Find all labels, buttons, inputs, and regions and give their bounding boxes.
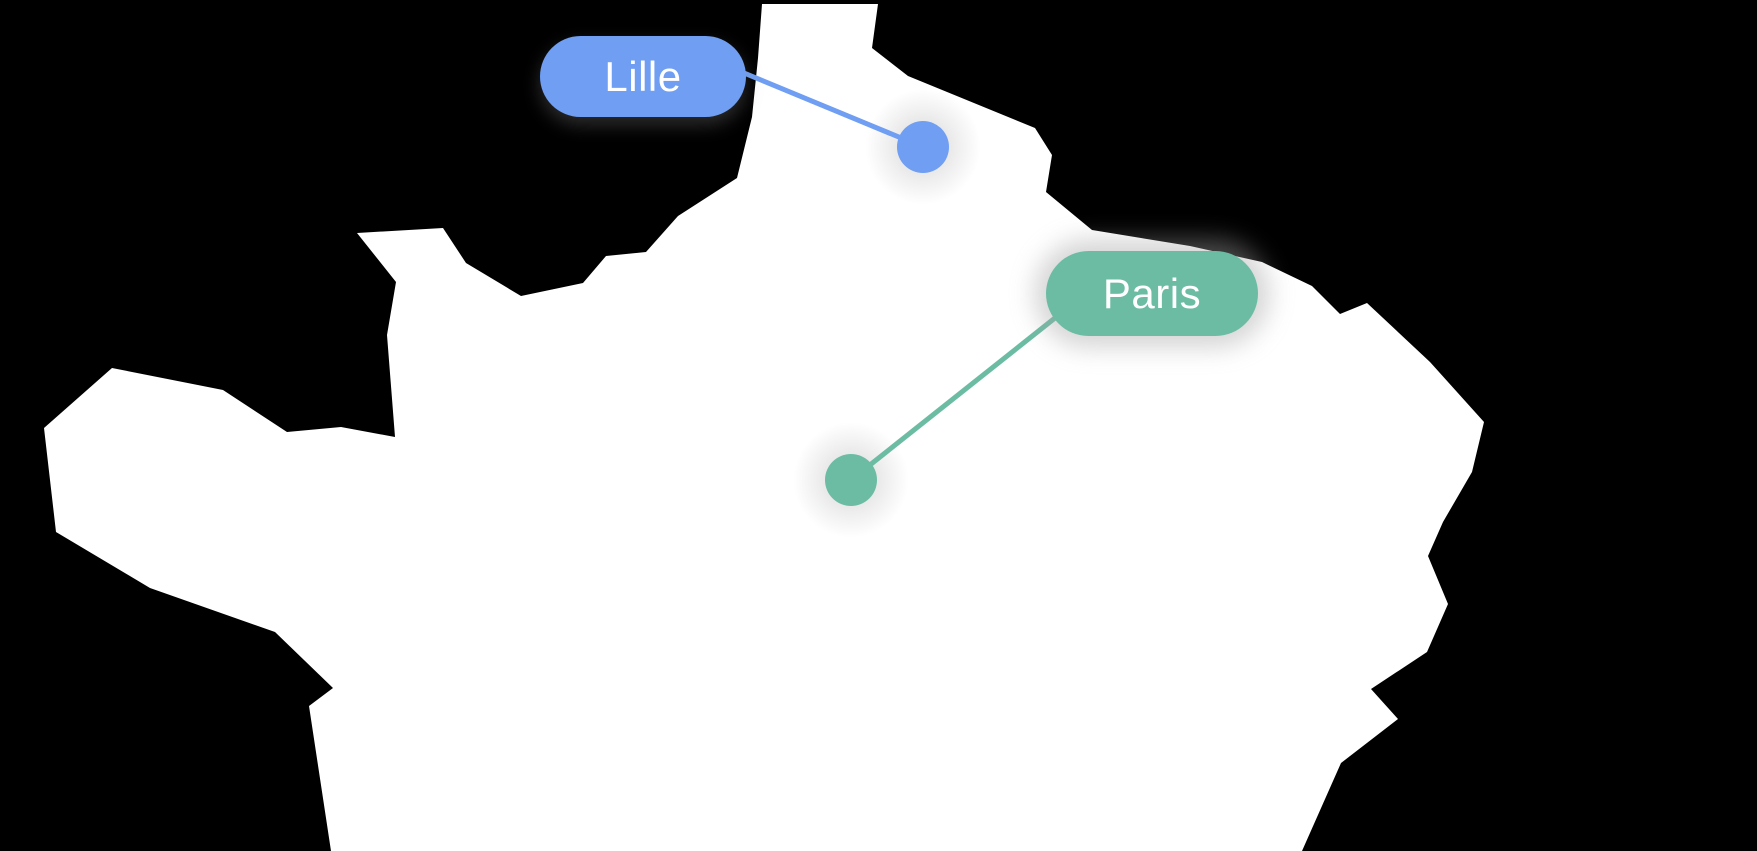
lille-marker-dot[interactable] <box>897 121 949 173</box>
lille-label-pill[interactable]: Lille <box>540 36 746 117</box>
landmass-shape <box>44 4 1484 851</box>
paris-label-pill[interactable]: Paris <box>1046 251 1258 336</box>
paris-marker-dot[interactable] <box>825 454 877 506</box>
paris-label-text: Paris <box>1102 269 1202 317</box>
lille-label-text: Lille <box>604 52 682 100</box>
